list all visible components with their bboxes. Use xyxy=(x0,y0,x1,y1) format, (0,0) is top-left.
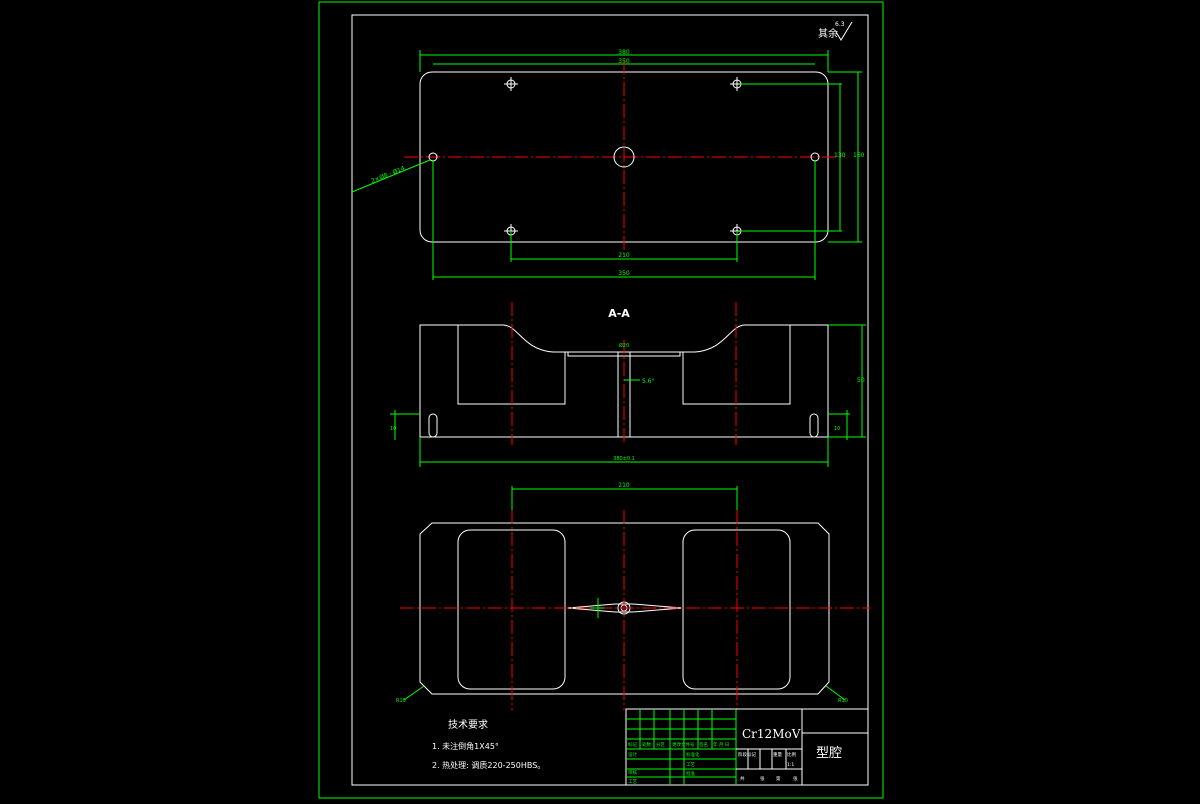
tb-stage: 阶段标记 xyxy=(738,751,756,758)
dim-right-mid: 130 xyxy=(834,152,846,159)
bottom-view-outline xyxy=(419,522,830,695)
tb-scale: 1:1 xyxy=(787,762,794,768)
dim-section-overall: 380±0.1 xyxy=(613,456,635,462)
dim-bottom-span: 210 xyxy=(618,482,630,489)
notes-heading: 技术要求 xyxy=(448,718,488,731)
dim-top-overall: 380 xyxy=(618,49,630,56)
section-view: A-A Ø20 5.6° 50 10 10 xyxy=(390,302,866,467)
tb-part-name: 型腔 xyxy=(816,746,842,761)
dim-center-small: Ø20 xyxy=(619,342,629,349)
tb-sheet-total: 共 xyxy=(740,775,745,782)
tb-process: 工艺 xyxy=(686,762,695,768)
dim-right-small: 10 xyxy=(834,426,840,432)
dim-right-outer: 160 xyxy=(853,152,865,159)
dim-angle: 5.6° xyxy=(642,378,655,385)
tb-mark: 标记 xyxy=(628,741,637,748)
tb-zone: 分区 xyxy=(656,741,665,748)
tb-sheet: 张 xyxy=(760,775,765,782)
center-bore xyxy=(613,146,635,168)
tb-approve: 批准 xyxy=(686,770,695,777)
tb-change-doc: 更改文件号 xyxy=(672,741,695,748)
technical-notes: 技术要求 1. 未注倒角1X45° 2. 热处理: 调质220-250HBS。 xyxy=(432,718,545,770)
tb-sheet-no: 第 xyxy=(776,775,781,782)
top-view: 380 350 2×Ø8 - Ø14 160 xyxy=(351,49,865,280)
outer-frame xyxy=(318,1,884,799)
tb-sheet-2: 张 xyxy=(793,775,798,782)
note-1: 1. 未注倒角1X45° xyxy=(432,741,499,751)
bottom-view: 210 R10 R10 xyxy=(396,482,870,710)
radius-left: R10 xyxy=(396,698,406,704)
tb-ratio: 比例 xyxy=(787,751,796,758)
thread-callout: 2×Ø8 - Ø14 xyxy=(370,165,406,185)
dim-left-small: 10 xyxy=(390,426,396,432)
dim-section-height: 50 xyxy=(857,377,865,384)
roughness-symbol: 其余 6.3 xyxy=(818,21,853,41)
dim-bottom-overall: 350 xyxy=(618,270,630,277)
tb-count: 处数 xyxy=(642,741,651,748)
tb-standard: 标准化 xyxy=(686,751,700,758)
section-outline xyxy=(419,324,829,438)
tb-craft: 工艺 xyxy=(628,779,637,785)
tb-date: 年 月 日 xyxy=(713,741,729,748)
title-block: 标记 处数 分区 更改文件号 签名 年 月 日 设计 标准化 审核 工艺 工艺 … xyxy=(625,708,869,786)
section-title: A-A xyxy=(608,307,630,320)
tb-design: 设计 xyxy=(628,751,637,758)
inner-frame xyxy=(351,14,869,786)
tb-sign: 签名 xyxy=(699,741,708,748)
tb-review: 审核 xyxy=(628,769,637,776)
tb-weight: 重量 xyxy=(773,751,782,758)
tb-material: Cr12MoV xyxy=(742,727,801,741)
note-2: 2. 热处理: 调质220-250HBS。 xyxy=(432,760,545,770)
roughness-value: 6.3 xyxy=(835,21,845,28)
roughness-label: 其余 xyxy=(818,27,838,40)
radius-right: R10 xyxy=(838,698,848,704)
dim-holes-spacing: 210 xyxy=(618,252,630,259)
